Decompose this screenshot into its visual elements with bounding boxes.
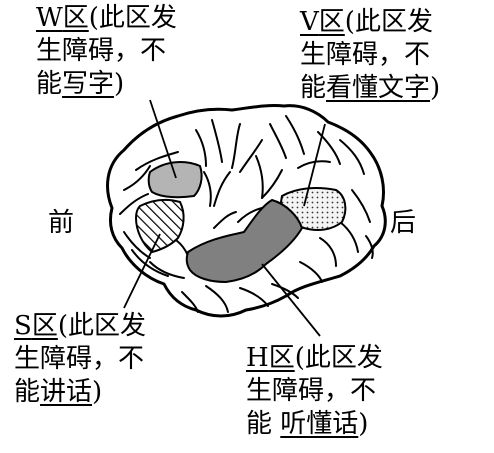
h-letter: H <box>246 343 269 373</box>
h-callout-line-1: H区(此区发 <box>246 342 383 375</box>
w-desc-prefix: 能 <box>36 69 63 99</box>
w-area-label: W区 <box>36 3 89 33</box>
w-qu: 区 <box>62 3 89 33</box>
h-leader-line <box>261 263 321 337</box>
v-area-callout: V区(此区发 生障碍，不 能看懂文字) <box>300 6 440 105</box>
v-letter: V <box>300 7 319 37</box>
h-area <box>185 198 304 284</box>
w-callout-line-3: 能写字) <box>36 68 177 101</box>
w-leader-line <box>149 99 177 179</box>
w-area-callout: W区(此区发 生障碍，不 能写字) <box>36 2 177 101</box>
h-close-paren: ) <box>358 409 369 439</box>
h-desc-line-1: (此区发 <box>294 343 383 373</box>
back-label: 后 <box>390 208 417 238</box>
v-callout-line-3: 能看懂文字) <box>300 72 440 105</box>
s-leader-line <box>123 233 161 309</box>
w-ability: 写字 <box>62 69 115 99</box>
v-ability: 看懂文字 <box>326 73 431 103</box>
leader-lines <box>123 99 326 337</box>
s-letter: S <box>14 311 32 341</box>
s-desc-line-1: (此区发 <box>57 311 146 341</box>
v-desc-prefix: 能 <box>300 73 327 103</box>
front-label: 前 <box>48 208 75 238</box>
s-area-label: S区 <box>14 311 58 341</box>
v-close-paren: ) <box>430 73 441 103</box>
v-qu: 区 <box>318 7 345 37</box>
h-area-label: H区 <box>246 343 295 373</box>
w-area <box>147 161 203 199</box>
s-desc-prefix: 能 <box>14 377 41 407</box>
h-ability: 听懂话 <box>280 409 359 439</box>
v-leader-line <box>303 123 326 207</box>
h-qu: 区 <box>268 343 295 373</box>
s-desc-line-2: 生障碍，不 <box>14 344 145 374</box>
s-close-paren: ) <box>92 377 103 407</box>
s-area-callout: S区(此区发 生障碍，不 能讲话) <box>14 310 146 409</box>
s-callout-line-3: 能讲话) <box>14 376 146 409</box>
v-callout-line-1: V区(此区发 <box>300 6 440 39</box>
s-callout-line-1: S区(此区发 <box>14 310 146 343</box>
s-ability: 讲话 <box>40 377 93 407</box>
s-qu: 区 <box>31 311 58 341</box>
v-desc-line-1: (此区发 <box>344 7 433 37</box>
w-desc-line-1: (此区发 <box>88 3 177 33</box>
v-desc-line-2: 生障碍，不 <box>300 40 431 70</box>
w-letter: W <box>36 3 63 33</box>
w-close-paren: ) <box>114 69 125 99</box>
v-area-label: V区 <box>300 7 345 37</box>
h-desc-line-2: 生障碍，不 <box>246 376 377 406</box>
h-callout-line-3: 能 听懂话) <box>246 408 383 441</box>
w-desc-line-2: 生障碍，不 <box>36 36 167 66</box>
h-area-callout: H区(此区发 生障碍，不 能 听懂话) <box>246 342 383 441</box>
w-callout-line-1: W区(此区发 <box>36 2 177 35</box>
h-desc-prefix: 能 <box>246 409 281 439</box>
brain-folds <box>119 115 374 313</box>
s-area <box>134 198 185 254</box>
